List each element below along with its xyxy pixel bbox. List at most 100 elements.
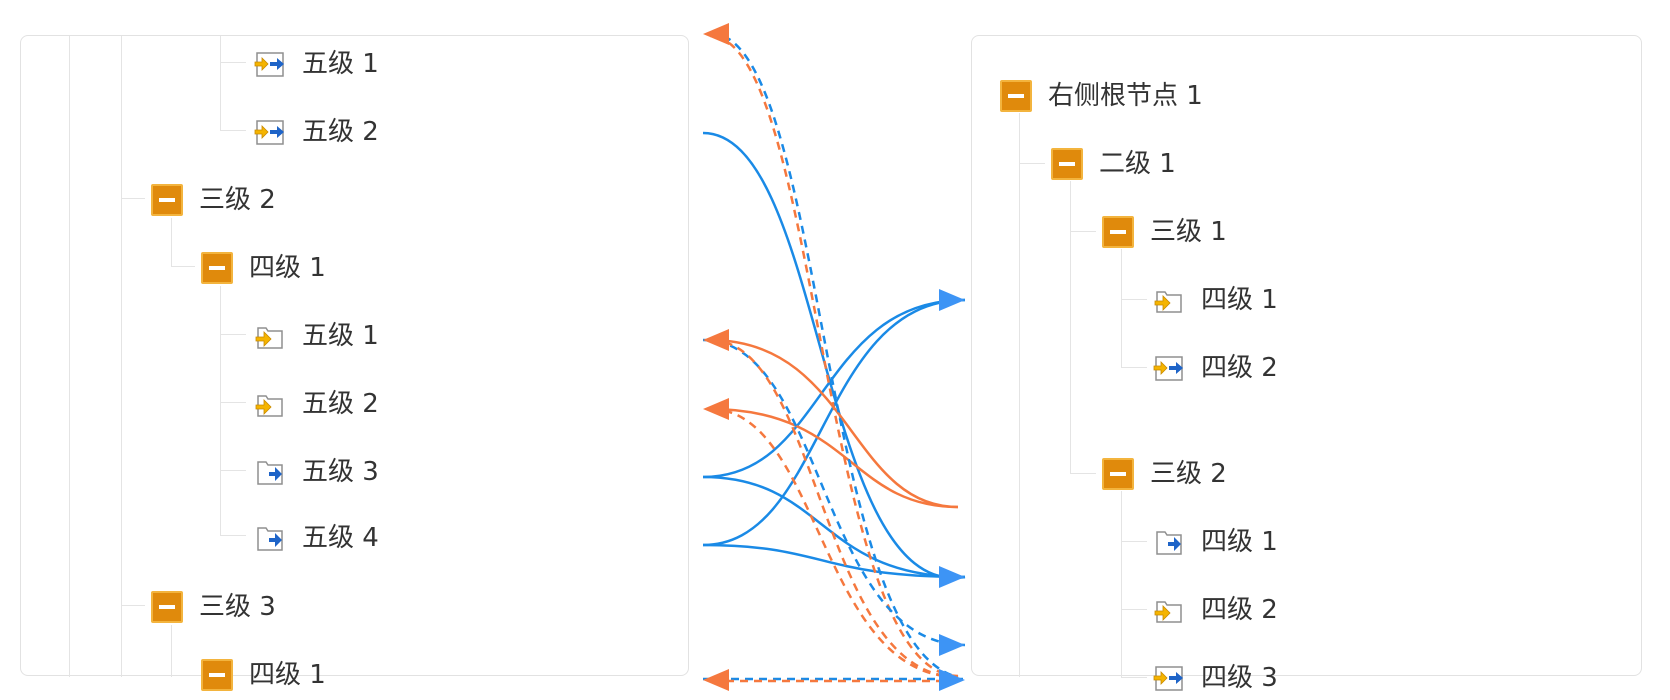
tree-node[interactable]: 三级 2 <box>1102 454 1227 494</box>
tree-guide-line <box>171 266 195 267</box>
tree-node[interactable]: 五级 4 <box>254 518 379 558</box>
tree-node-label: 三级 2 <box>199 185 276 215</box>
tree-node[interactable]: 四级 1 <box>201 655 326 695</box>
collapse-minus-icon[interactable] <box>201 659 233 691</box>
collapse-minus-icon[interactable] <box>151 591 183 623</box>
tree-node-label: 五级 3 <box>302 457 379 487</box>
tree-guide-line <box>220 535 246 536</box>
left-tree-panel: 五级 1 五级 2 三级 2 四级 1 五级 1 五级 2 五级 3 五级 4 … <box>20 35 689 691</box>
arrow-head-icon <box>703 669 729 691</box>
tree-guide-line <box>220 130 246 131</box>
tree-node-label: 四级 2 <box>1201 595 1278 625</box>
arrow-head-icon <box>939 634 965 656</box>
tree-guide-line <box>220 470 246 471</box>
arrow-head-icon <box>703 398 729 420</box>
tree-node[interactable]: 二级 1 <box>1051 144 1176 184</box>
tree-guide-line <box>220 62 246 63</box>
folder-in-arrow-icon <box>1153 594 1185 626</box>
collapse-minus-icon[interactable] <box>1000 80 1032 112</box>
tree-guide-line <box>121 36 122 677</box>
tree-node-label: 四级 1 <box>1201 527 1278 557</box>
collapse-minus-icon[interactable] <box>1102 216 1134 248</box>
tree-node-label: 四级 3 <box>1201 663 1278 693</box>
tree-guide-line <box>1121 609 1147 610</box>
tree-guide-line <box>1019 113 1020 677</box>
collapse-minus-icon[interactable] <box>151 184 183 216</box>
tree-guide-line <box>121 198 145 199</box>
tree-guide-line <box>1121 677 1147 678</box>
in-out-arrows-icon <box>1153 352 1185 384</box>
tree-node[interactable]: 四级 3 <box>1153 658 1278 698</box>
tree-node-label: 五级 4 <box>302 523 379 553</box>
tree-guide-line <box>220 286 221 535</box>
link-line <box>702 131 966 580</box>
collapse-minus-icon[interactable] <box>1102 458 1134 490</box>
link-line <box>709 338 959 679</box>
tree-guide-line <box>1121 299 1147 300</box>
tree-node[interactable]: 四级 2 <box>1153 590 1278 630</box>
collapse-minus-icon[interactable] <box>201 252 233 284</box>
link-line <box>709 31 959 679</box>
tree-guide-line <box>1070 473 1096 474</box>
tree-guide-line <box>1121 541 1147 542</box>
in-out-arrows-icon <box>254 116 286 148</box>
in-out-arrows-icon <box>1153 662 1185 694</box>
tree-guide-line <box>1070 181 1071 473</box>
tree-node-label: 右侧根节点 1 <box>1048 81 1203 111</box>
tree-node-label: 五级 1 <box>302 321 379 351</box>
tree-node[interactable]: 四级 1 <box>201 248 326 288</box>
collapse-minus-icon[interactable] <box>1051 148 1083 180</box>
arrow-head-icon <box>703 329 729 351</box>
folder-in-arrow-icon <box>254 320 286 352</box>
tree-node[interactable]: 五级 1 <box>254 316 379 356</box>
arrow-head-icon <box>703 23 729 45</box>
link-line <box>709 34 959 678</box>
tree-node[interactable]: 四级 2 <box>1153 348 1278 388</box>
link-line <box>709 407 959 509</box>
tree-guide-line <box>1121 491 1122 677</box>
tree-node[interactable]: 五级 3 <box>254 452 379 492</box>
tree-guide-line <box>171 625 172 677</box>
tree-node-label: 五级 1 <box>302 49 379 79</box>
tree-node[interactable]: 五级 2 <box>254 384 379 424</box>
tree-guide-line <box>220 36 221 130</box>
tree-node[interactable]: 右侧根节点 1 <box>1000 76 1203 116</box>
arrow-head-icon <box>939 566 965 588</box>
folder-out-arrow-icon <box>254 456 286 488</box>
tree-guide-line <box>1070 231 1096 232</box>
tree-node-label: 五级 2 <box>302 389 379 419</box>
tree-guide-line <box>220 334 246 335</box>
link-line <box>702 298 966 547</box>
arrow-head-icon <box>939 669 965 691</box>
link-line <box>702 543 966 579</box>
tree-node-label: 三级 3 <box>199 592 276 622</box>
link-line <box>709 338 959 509</box>
tree-node[interactable]: 五级 2 <box>254 112 379 152</box>
tree-node[interactable]: 三级 3 <box>151 587 276 627</box>
tree-node-label: 二级 1 <box>1099 149 1176 179</box>
tree-node[interactable]: 三级 2 <box>151 180 276 220</box>
arrow-head-icon <box>939 289 965 311</box>
tree-node-label: 四级 2 <box>1201 353 1278 383</box>
tree-node[interactable]: 四级 1 <box>1153 522 1278 562</box>
tree-guide-line <box>69 36 70 677</box>
link-line <box>702 298 966 479</box>
tree-node-label: 五级 2 <box>302 117 379 147</box>
in-out-arrows-icon <box>254 48 286 80</box>
folder-in-arrow-icon <box>254 388 286 420</box>
tree-node[interactable]: 四级 1 <box>1153 280 1278 320</box>
tree-node-label: 三级 2 <box>1150 459 1227 489</box>
tree-guide-line <box>220 402 246 403</box>
link-line <box>709 407 959 679</box>
tree-node[interactable]: 五级 1 <box>254 44 379 84</box>
right-tree-panel: 右侧根节点 1 二级 1 三级 1 四级 1 四级 2 三级 2 四级 1 四级… <box>971 35 1642 693</box>
link-line <box>702 475 966 579</box>
tree-node-label: 四级 1 <box>249 660 326 690</box>
tree-guide-line <box>1121 249 1122 367</box>
tree-guide-line <box>171 218 172 266</box>
tree-node-label: 四级 1 <box>249 253 326 283</box>
folder-out-arrow-icon <box>1153 526 1185 558</box>
tree-node-label: 四级 1 <box>1201 285 1278 315</box>
link-line <box>702 338 966 647</box>
tree-node[interactable]: 三级 1 <box>1102 212 1227 252</box>
